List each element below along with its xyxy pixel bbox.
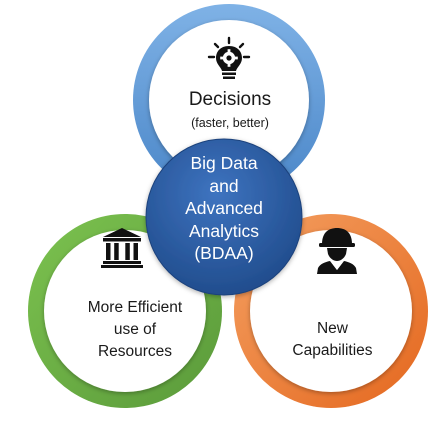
center-line: Big Data	[190, 153, 258, 173]
lightbulb-gear-icon	[207, 36, 251, 79]
center-line: Advanced	[185, 198, 263, 218]
resources-line: More Efficient	[87, 299, 183, 316]
center-line: and	[209, 175, 239, 196]
right-inner-disc	[250, 230, 412, 392]
decisions-subtitle: (faster, better)	[191, 116, 269, 130]
center-hub	[145, 138, 303, 296]
resources-line: use of	[113, 321, 157, 338]
left-inner-disc	[44, 230, 206, 392]
center-line: Analytics	[188, 220, 260, 241]
capabilities-label: New Capabilities	[265, 318, 400, 362]
bank-building-icon	[101, 228, 143, 268]
resources-label: More Efficient use of Resources	[60, 297, 210, 363]
soldier-helmet-icon	[317, 228, 357, 274]
decisions-title: Decisions	[188, 89, 272, 110]
capabilities-line: New	[316, 320, 348, 337]
center-line: (BDAA)	[194, 243, 254, 263]
capabilities-line: Capabilities	[292, 342, 373, 359]
top-inner-disc	[149, 20, 309, 180]
resources-line: Resources	[97, 343, 173, 360]
center-label: Big Data and Advanced Analytics (BDAA)	[156, 152, 292, 265]
